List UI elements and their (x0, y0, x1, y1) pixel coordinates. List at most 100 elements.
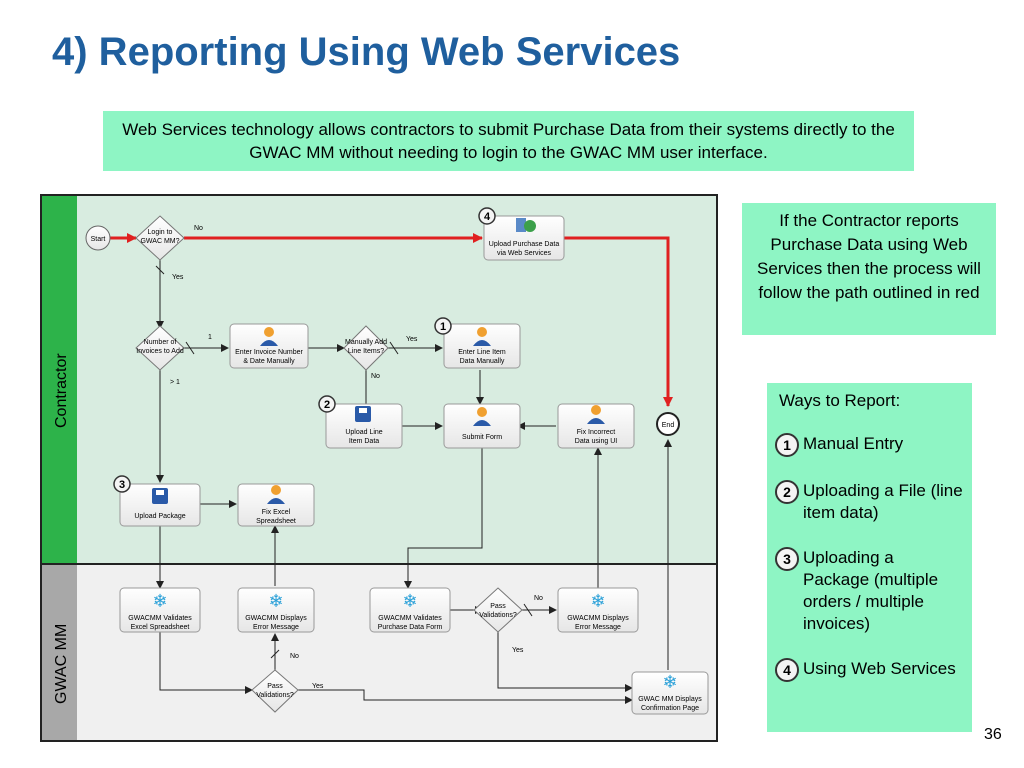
edge-label-gt1: > 1 (170, 379, 180, 386)
display-error-task-2 (557, 587, 639, 633)
edge-label-yes: Yes (172, 274, 184, 281)
confirm-label-1: GWAC MM Displays (638, 696, 702, 703)
edge-label-no: No (194, 225, 203, 232)
process-diagram: Contractor GWAC MM Start (40, 194, 718, 742)
upload-package-task (119, 483, 201, 527)
invoices-label-1: Number of (144, 339, 177, 346)
snowflake-icon: ❄ (152, 591, 167, 611)
validate-form-label-1: GWACMM Validates (378, 615, 442, 622)
enter-line-label-2: Data Manually (460, 358, 505, 365)
validate-form-label-2: Purchase Data Form (378, 624, 443, 631)
snowflake-icon: ❄ (662, 672, 677, 692)
upload-ws-label-1: Upload Purchase Data (489, 241, 560, 248)
enter-invoice-label-2: & Date Manually (243, 358, 295, 365)
validate-excel-task (119, 587, 201, 633)
marker-1: 1 (440, 321, 446, 333)
edge-label-yes: Yes (512, 647, 524, 654)
way-item: 1 Manual Entry (775, 433, 964, 457)
gwac-lane-label: GWAC MM (53, 624, 70, 704)
upload-line-label-2: Item Data (349, 438, 379, 445)
ways-header: Ways to Report: (779, 391, 901, 410)
snowflake-icon: ❄ (590, 591, 605, 611)
way-item: 2 Uploading a File (line item data) (775, 480, 964, 524)
number-badge-icon: 3 (775, 547, 799, 571)
pass1-label-2: Validations? (479, 612, 517, 619)
invoices-decision (135, 325, 185, 371)
edge-label-no: No (534, 595, 543, 602)
flowchart-svg: Contractor GWAC MM Start (42, 196, 716, 740)
floppy-disk-icon (152, 488, 168, 504)
confirmation-task (631, 671, 709, 715)
end-label: End (662, 422, 675, 429)
invoices-label-2: Invoices to Add (136, 348, 184, 355)
marker-1-circle (434, 317, 452, 335)
page-number: 36 (984, 726, 1002, 743)
edge-label-yes: Yes (406, 336, 418, 343)
edge-label-yes: Yes (312, 683, 324, 690)
end-node (656, 412, 680, 436)
fix-excel-task (237, 483, 315, 527)
edge-label-no: No (371, 373, 380, 380)
manual-add-decision (343, 325, 389, 371)
fix-excel-label-2: Spreadsheet (256, 518, 296, 525)
snowflake-icon: ❄ (402, 591, 417, 611)
marker-4-circle (478, 207, 496, 225)
number-badge-icon: 4 (775, 658, 799, 682)
fix-excel-label-1: Fix Excel (262, 509, 291, 516)
person-icon (473, 407, 491, 426)
marker-2: 2 (324, 399, 330, 411)
way-label: Using Web Services (803, 659, 956, 678)
error1-label-2: Error Message (253, 624, 299, 631)
login-label-2: GWAC MM? (140, 238, 179, 245)
edge-label-no: No (290, 653, 299, 660)
manual-add-label-2: Line Items? (348, 348, 384, 355)
number-badge-icon: 1 (775, 433, 799, 457)
marker-2-circle (318, 395, 336, 413)
start-label: Start (91, 236, 106, 243)
login-label-1: Login to (148, 229, 173, 236)
red-path-note: If the Contractor reports Purchase Data … (742, 203, 996, 335)
confirm-label-2: Confirmation Page (641, 705, 699, 712)
manual-add-label-1: Manually Add (345, 339, 387, 346)
contractor-lane-header (42, 196, 77, 564)
marker-3-circle (113, 475, 131, 493)
floppy-disk-icon (355, 406, 371, 422)
ways-to-report-panel: Ways to Report: 1 Manual Entry 2 Uploadi… (767, 383, 972, 732)
person-icon (260, 327, 278, 346)
enter-line-label-1: Enter Line Item (458, 349, 506, 356)
upload-package-label: Upload Package (134, 513, 185, 520)
way-item: 4 Using Web Services (775, 658, 964, 682)
upload-line-label-1: Upload Line (345, 429, 382, 436)
marker-4: 4 (484, 211, 491, 223)
person-icon (473, 327, 491, 346)
upload-line-item-task (325, 403, 403, 449)
contractor-lane-label: Contractor (53, 353, 70, 428)
validate-form-task (369, 587, 451, 633)
way-label: Uploading a Package (multiple orders / m… (803, 548, 939, 633)
person-icon (267, 485, 285, 504)
error2-label-2: Error Message (575, 624, 621, 631)
error1-label-1: GWACMM Displays (245, 615, 307, 622)
fix-incorrect-task (557, 403, 635, 449)
marker-3: 3 (119, 479, 125, 491)
snowflake-icon: ❄ (268, 591, 283, 611)
pass-validation-decision-2 (251, 669, 299, 713)
login-decision (135, 215, 185, 261)
pass1-label-1: Pass (490, 603, 506, 610)
start-node (85, 225, 111, 251)
way-label: Uploading a File (line item data) (803, 481, 963, 522)
number-badge-icon: 2 (775, 480, 799, 504)
submit-form-label: Submit Form (462, 434, 502, 441)
pass2-label-1: Pass (267, 683, 283, 690)
person-icon (587, 405, 605, 424)
edge-label-one: 1 (208, 334, 212, 341)
upload-web-services-task (483, 215, 565, 261)
pass2-label-2: Validations? (256, 692, 294, 699)
web-services-icon (516, 218, 536, 232)
display-error-task-1 (237, 587, 315, 633)
error2-label-1: GWACMM Displays (567, 615, 629, 622)
gwac-lane-header (42, 564, 77, 740)
upload-ws-label-2: via Web Services (497, 250, 551, 257)
validate-excel-label-2: Excel Spreadsheet (131, 624, 190, 631)
way-label: Manual Entry (803, 434, 904, 453)
